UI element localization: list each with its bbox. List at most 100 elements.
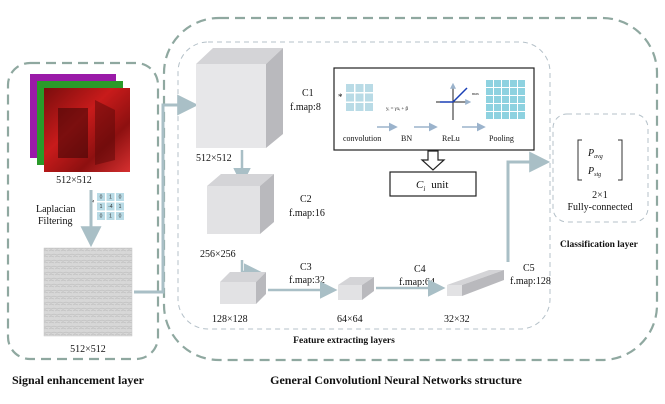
bn-formula: yᵢ = γxᵢ + β xyxy=(386,107,408,112)
pooling-cell xyxy=(494,88,501,95)
feature-extracting-title: Feature extracting layers xyxy=(293,336,395,346)
conv-kernel-cell xyxy=(355,84,364,92)
c4-fmap: f.map:64 xyxy=(399,277,435,288)
filtered-image xyxy=(43,247,133,337)
conv-kernel-cell xyxy=(365,93,373,102)
signal-enhancement-title: Signal enhancement layer xyxy=(12,373,145,387)
pooling-cell xyxy=(486,80,493,87)
arrow-to-classifier xyxy=(506,151,551,262)
laplacian-kernel-value: 1 xyxy=(109,214,112,220)
pooling-grid xyxy=(486,80,525,119)
unit-multiply-symbol: * xyxy=(338,92,343,102)
c1-fmap: f.map:8 xyxy=(290,102,321,113)
pooling-cell xyxy=(510,96,517,103)
pooling-cell xyxy=(486,112,493,119)
pooling-cell xyxy=(510,112,517,119)
filtering-label: Filtering xyxy=(38,216,72,227)
feature-extracting-panel xyxy=(177,41,551,330)
c1-cube xyxy=(196,48,283,148)
laplacian-kernel-cell xyxy=(116,202,124,211)
input-image-stack xyxy=(30,74,130,172)
signal-enhancement-panel xyxy=(6,61,160,361)
input-size-label: 512×512 xyxy=(56,175,92,186)
laplacian-kernel-cell xyxy=(106,193,115,201)
c4-cube xyxy=(338,277,374,300)
c5-name: C5 xyxy=(523,263,535,274)
classifier-size: 2×1 xyxy=(592,190,608,201)
step-relu: ReLu xyxy=(442,134,460,143)
pooling-cell xyxy=(518,112,525,119)
c3-size: 128×128 xyxy=(212,314,248,325)
step-convolution: convolution xyxy=(343,134,381,143)
pooling-cell xyxy=(502,96,509,103)
relu-max-label: max xyxy=(472,91,479,96)
pooling-cell xyxy=(502,88,509,95)
pooling-cell xyxy=(502,104,509,111)
pooling-cell xyxy=(494,104,501,111)
pooling-cell xyxy=(502,112,509,119)
arrow-to-network xyxy=(134,94,199,294)
pooling-cell xyxy=(510,104,517,111)
laplacian-kernel-value: 0 xyxy=(100,195,103,201)
classification-panel xyxy=(552,113,649,223)
pooling-cell xyxy=(518,96,525,103)
c3-cube xyxy=(220,272,266,304)
c3-fmap: f.map:32 xyxy=(289,275,325,286)
laplacian-kernel-cell xyxy=(106,212,115,220)
laplacian-kernel-value: -4 xyxy=(108,204,113,210)
c2-size: 256×256 xyxy=(200,249,236,260)
ci-unit-box xyxy=(389,171,477,197)
pooling-cell xyxy=(486,96,493,103)
pooling-cell xyxy=(518,80,525,87)
pooling-cell xyxy=(494,112,501,119)
classification-layer-title: Classification layer xyxy=(560,240,639,250)
filtered-size-label: 512×512 xyxy=(70,344,106,355)
conv-kernel-cell xyxy=(355,103,364,111)
laplacian-kernel-value: 0 xyxy=(119,214,122,220)
pooling-cell xyxy=(486,104,493,111)
hollow-down-arrow xyxy=(420,150,446,171)
laplacian-kernel-cell xyxy=(106,202,115,211)
laplacian-kernel-value: 0 xyxy=(100,214,103,220)
step-bn: BN xyxy=(401,134,412,143)
laplacian-kernel-value: 1 xyxy=(100,204,103,210)
c3-name: C3 xyxy=(300,262,312,273)
general-cnn-panel xyxy=(162,16,659,362)
conv-kernel-cell xyxy=(365,84,373,92)
p-stg-label: Pstg xyxy=(587,166,601,178)
c5-fmap: f.map:128 xyxy=(510,276,551,287)
relu-plot xyxy=(436,82,472,120)
laplacian-kernel-value: 1 xyxy=(119,204,122,210)
pooling-cell xyxy=(486,88,493,95)
pooling-cell xyxy=(510,88,517,95)
conv-kernel-cell xyxy=(346,84,354,92)
conv-kernel-cell xyxy=(365,103,373,111)
laplacian-label: Laplacian xyxy=(36,204,75,215)
c5-cube xyxy=(447,270,504,296)
pooling-cell xyxy=(518,104,525,111)
step-pooling: Pooling xyxy=(489,134,514,143)
c1-size: 512×512 xyxy=(196,153,232,164)
conv-kernel-cell xyxy=(346,93,354,102)
c2-name: C2 xyxy=(300,194,312,205)
pooling-cell xyxy=(494,80,501,87)
p-avg-label: Pavg xyxy=(587,148,603,160)
laplacian-kernel-value: 0 xyxy=(119,195,122,201)
output-vector-brackets xyxy=(577,139,623,181)
laplacian-kernel-cell xyxy=(116,212,124,220)
classifier-label: Fully-connected xyxy=(568,202,633,213)
arrow-c2-c3 xyxy=(240,260,262,281)
general-cnn-title: General Convolutionl Neural Networks str… xyxy=(270,373,522,387)
laplacian-kernel-cell xyxy=(97,202,105,211)
c4-name: C4 xyxy=(414,264,426,275)
pooling-cell xyxy=(510,80,517,87)
convolution-kernel-grid xyxy=(346,84,373,111)
laplacian-kernel-cell xyxy=(97,193,105,201)
pooling-cell xyxy=(494,96,501,103)
laplacian-kernel-value: 1 xyxy=(109,195,112,201)
conv-kernel-cell xyxy=(346,103,354,111)
c4-size: 64×64 xyxy=(337,314,363,325)
laplacian-kernel-cell xyxy=(116,193,124,201)
